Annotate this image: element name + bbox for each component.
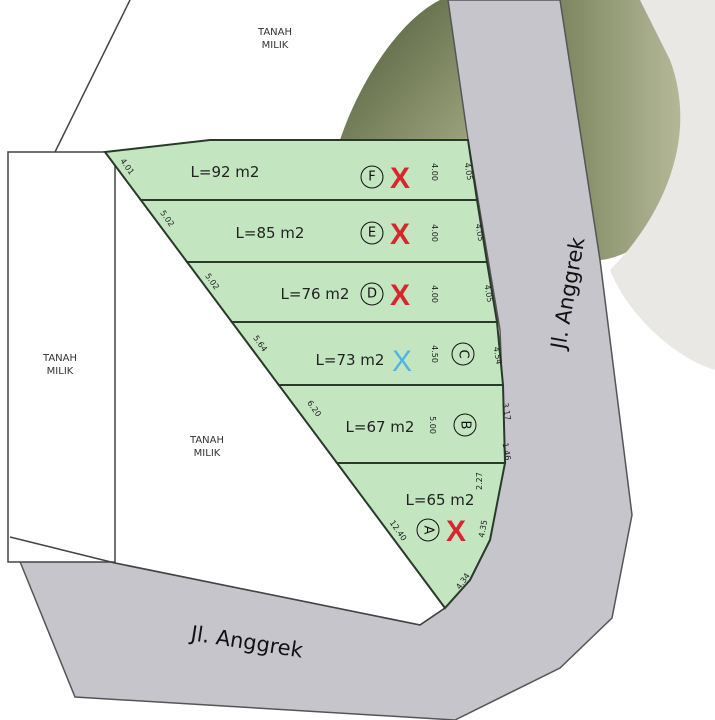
- lot-area-label: L=76 m2: [281, 285, 350, 303]
- lot-id-letter: E: [368, 226, 376, 241]
- lot-id-circle: [360, 165, 384, 189]
- lot-shape[interactable]: [103, 139, 479, 201]
- lot-area-label: L=73 m2: [316, 351, 385, 369]
- lot-area-label: L=67 m2: [346, 418, 415, 436]
- neighbor-label-left-1: TANAH: [42, 353, 77, 364]
- lot-id-circle: [360, 282, 384, 306]
- neighbor-label-top-1: TANAH: [257, 27, 292, 38]
- left-neighbor-plot: [7, 151, 116, 563]
- lot-id-circle: [453, 413, 477, 437]
- neighbor-label-middle-1: TANAH: [189, 435, 224, 446]
- lot-depth-dim: 4.00: [430, 224, 439, 242]
- lot-shape[interactable]: [335, 462, 507, 610]
- lot-id-circle: [451, 342, 475, 366]
- lot-front-dim: 3.17: [500, 402, 512, 421]
- neighbor-label-left-2: MILIK: [47, 366, 74, 377]
- lot-front-dim: 4.05: [462, 162, 474, 181]
- flower-decoration: [610, 0, 715, 370]
- lot-id-circle: [360, 221, 384, 245]
- lot-id-letter: F: [368, 170, 375, 185]
- lot-depth-dim: 4.00: [430, 163, 439, 181]
- sold-x-icon: X: [390, 218, 410, 251]
- sold-x-icon: X: [446, 515, 466, 548]
- lot-id-circle: [416, 518, 440, 542]
- lot-depth-dim: 5.00: [428, 416, 437, 434]
- dim-a-front-2: 4.35: [477, 519, 489, 538]
- lot-id-letter: A: [421, 526, 436, 535]
- lot-area-label: L=85 m2: [236, 224, 305, 242]
- booked-x-icon: X: [392, 345, 412, 378]
- sold-x-icon: X: [390, 279, 410, 312]
- lot-id-letter: C: [456, 349, 471, 358]
- lot-area-label: L=65 m2: [406, 491, 475, 509]
- neighbor-label-middle-2: MILIK: [194, 448, 221, 459]
- lot-depth-dim: 4.50: [430, 345, 439, 363]
- sold-x-icon: X: [390, 162, 410, 195]
- lot-area-label: L=92 m2: [191, 163, 260, 181]
- road-edge: [9, 536, 446, 626]
- lot-id-letter: D: [367, 287, 377, 302]
- dim-a-front-1: 2.27: [475, 472, 484, 490]
- lot-front-dim: 4.54: [491, 346, 503, 365]
- boundary-line: [54, 0, 131, 153]
- neighbor-label-top-2: MILIK: [262, 40, 289, 51]
- lot-front-dim: 1.46: [500, 442, 512, 461]
- lot-front-dim: 4.05: [473, 223, 485, 242]
- lot-id-letter: B: [458, 421, 473, 430]
- lot-front-dim: 4.05: [482, 284, 494, 303]
- leaf-decoration-right: [560, 0, 691, 260]
- lot-depth-dim: 4.00: [430, 285, 439, 303]
- leaf-decoration-left: [340, 0, 467, 140]
